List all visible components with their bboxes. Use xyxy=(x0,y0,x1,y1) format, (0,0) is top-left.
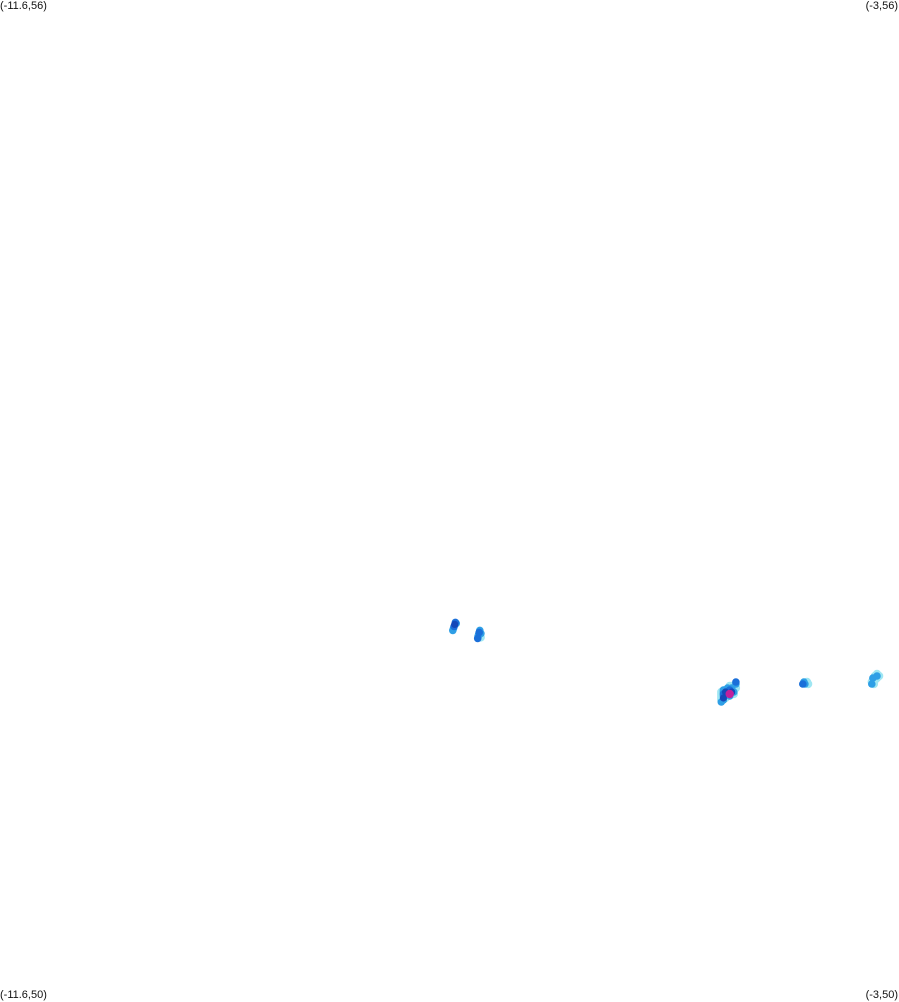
density-cell-dark xyxy=(473,634,482,643)
west-cluster-b xyxy=(473,626,485,643)
east-cluster-b xyxy=(867,669,884,689)
corner-label-top-right: (-3,56) xyxy=(865,0,898,12)
density-cell-deep xyxy=(719,694,728,702)
density-cell-mid xyxy=(869,674,877,682)
west-cluster-a xyxy=(449,618,461,635)
density-cell-dark xyxy=(732,678,740,686)
corner-label-bottom-left: (-11.6,50) xyxy=(0,989,47,1001)
corner-label-top-left: (-11.6,56) xyxy=(0,0,47,12)
density-cell-peak xyxy=(725,689,734,699)
density-cell-dark xyxy=(799,680,807,688)
density-cell-deep xyxy=(451,620,459,629)
density-cell-dark xyxy=(475,628,484,637)
density-cell-mid xyxy=(868,680,876,688)
east-cluster-a xyxy=(799,677,813,689)
corner-label-bottom-right: (-3,50) xyxy=(865,989,898,1001)
central-cluster xyxy=(717,678,741,706)
